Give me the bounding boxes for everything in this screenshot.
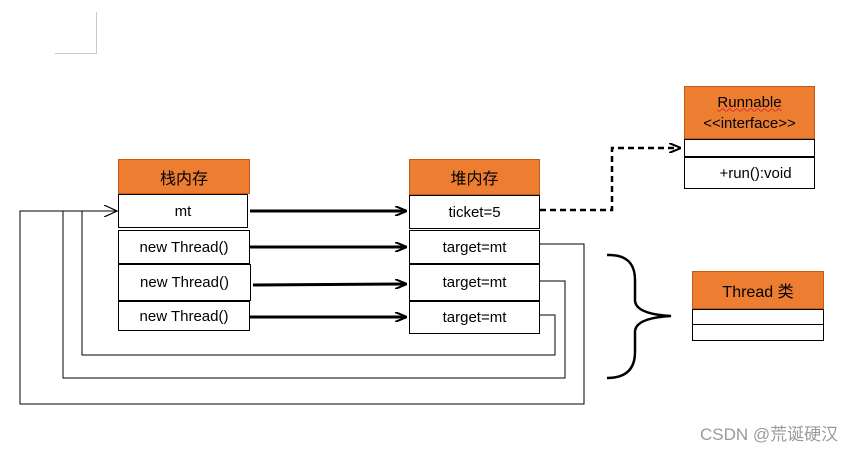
- stack-cell-thread-2: new Thread(): [118, 264, 251, 301]
- runnable-fields-section: [684, 139, 815, 157]
- watermark-text: CSDN @荒诞硬汉: [700, 425, 839, 444]
- stack-cell-mt: mt: [118, 194, 248, 228]
- heap-cell-ticket: ticket=5: [409, 195, 540, 229]
- heap-cell-target-3: target=mt: [409, 301, 540, 334]
- thread-class-header: Thread 类: [692, 271, 824, 309]
- thread-class-fields-section: [692, 309, 824, 325]
- loop-middle-target2: [62, 211, 566, 379]
- page-corner-mark: [55, 12, 97, 54]
- runnable-method: +run():void: [684, 157, 815, 189]
- loop-outer-target1: [19, 210, 585, 405]
- dashed-arrow-to-runnable: [540, 148, 680, 212]
- stack-cell-thread-3: new Thread(): [118, 301, 250, 331]
- stack-cell-thread-1: new Thread(): [118, 230, 250, 264]
- runnable-name: Runnable: [717, 93, 782, 111]
- loop-inner-target3: [81, 211, 556, 356]
- runnable-header: Runnable <<interface>>: [684, 86, 815, 139]
- curly-brace: [606, 253, 672, 380]
- runnable-stereotype: <<interface>>: [703, 114, 796, 132]
- heap-memory-header: 堆内存: [409, 159, 540, 195]
- heap-cell-target-1: target=mt: [409, 230, 540, 264]
- arrow-thread2-to-target2: [252, 284, 406, 285]
- stack-memory-header: 栈内存: [118, 159, 250, 194]
- heap-cell-target-2: target=mt: [409, 264, 540, 301]
- thread-class-methods-section: [692, 324, 824, 341]
